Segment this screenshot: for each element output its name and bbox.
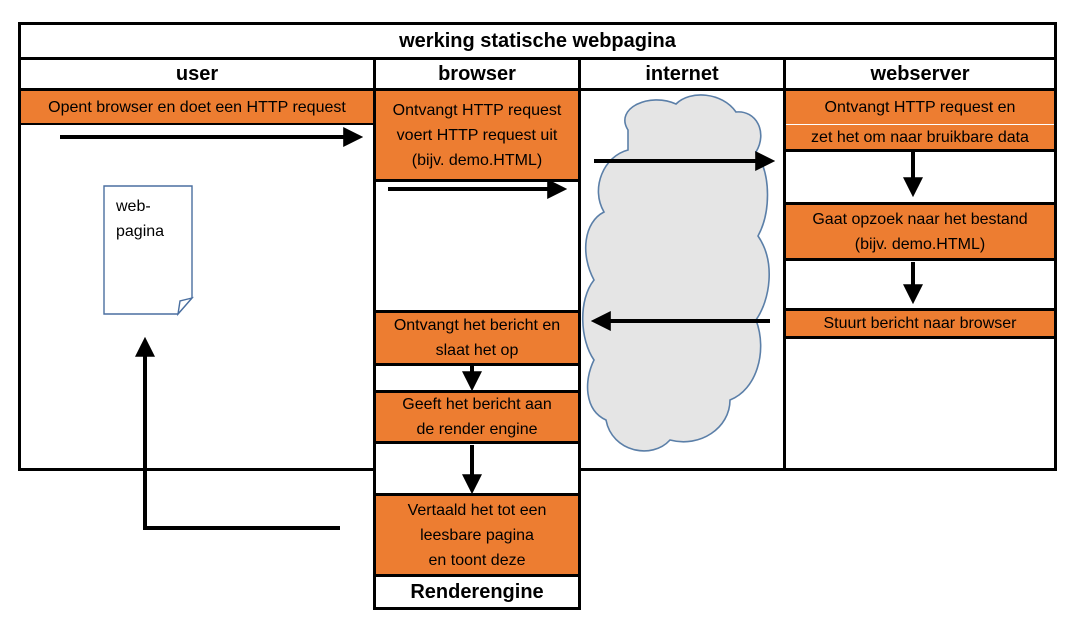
document-label: web- pagina: [116, 194, 186, 244]
document-label-line-2: pagina: [116, 223, 165, 240]
webserver-step-2-box: Gaat opzoek naar het bestand (bijv. demo…: [786, 205, 1054, 258]
browser-step-4-box: Vertaald het tot een leesbare pagina en …: [376, 496, 578, 574]
browser-step-3-box: Geeft het bericht aan de render engine: [376, 393, 578, 441]
browser-step-1-line-1: Ontvangt HTTP request: [392, 101, 562, 119]
diagram-title: werking statische webpagina: [18, 22, 1057, 60]
webpage-document-icon: [103, 185, 194, 317]
browser-step-4-line-1: Vertaald het tot een: [407, 501, 547, 519]
browser-header-label: browser: [438, 62, 516, 85]
column-header-webserver: webserver: [783, 57, 1057, 91]
document-fold: [176, 296, 194, 317]
webserver-header-label: webserver: [870, 62, 970, 85]
browser-cell-2: [373, 179, 581, 313]
webserver-step-1-line-2: zet het om naar bruikbare data: [811, 128, 1029, 146]
arrow-renderengine-to-user: [135, 336, 340, 530]
diagram-title-text: werking statische webpagina: [399, 29, 676, 52]
browser-step-4-line-2: leesbare pagina: [420, 526, 534, 544]
browser-step-1-box: Ontvangt HTTP request voert HTTP request…: [376, 91, 578, 179]
webserver-step-1-line-1: Ontvangt HTTP request en: [824, 99, 1016, 116]
browser-step-2-box: Ontvangt het bericht en slaat het op: [376, 313, 578, 363]
webserver-step-3-box: Stuurt bericht naar browser: [786, 311, 1054, 336]
browser-step-1-line-3: (bijv. demo.HTML): [411, 151, 543, 169]
browser-step-1-line-2: voert HTTP request uit: [396, 126, 558, 144]
browser-step-2-line-2: slaat het op: [435, 342, 519, 359]
webserver-step-2-line-1: Gaat opzoek naar het bestand: [812, 210, 1028, 228]
webserver-step-3-text: Stuurt bericht naar browser: [823, 315, 1017, 332]
browser-step-3-line-2: de render engine: [416, 421, 538, 438]
user-step-box: Opent browser en doet een HTTP request: [21, 91, 373, 123]
column-header-browser: browser: [373, 57, 581, 91]
user-header-label: user: [175, 62, 219, 85]
renderengine-label: Renderengine: [410, 580, 544, 603]
internet-header-label: internet: [645, 62, 719, 85]
cloud-shape: [581, 94, 770, 452]
renderengine-cell: Renderengine: [373, 574, 581, 610]
document-label-line-1: web-: [116, 198, 151, 215]
user-step-text: Opent browser en doet een HTTP request: [48, 98, 346, 116]
internet-cloud: [581, 94, 770, 452]
browser-step-2-line-1: Ontvangt het bericht en: [393, 317, 561, 334]
webserver-step-1-box: Ontvangt HTTP request en: [786, 91, 1054, 124]
webserver-step-2-line-2: (bijv. demo.HTML): [854, 235, 986, 253]
webserver-step-1b-box: zet het om naar bruikbare data: [786, 125, 1054, 149]
browser-step-4-line-3: en toont deze: [428, 551, 526, 569]
browser-step-3-line-1: Geeft het bericht aan: [402, 396, 552, 413]
